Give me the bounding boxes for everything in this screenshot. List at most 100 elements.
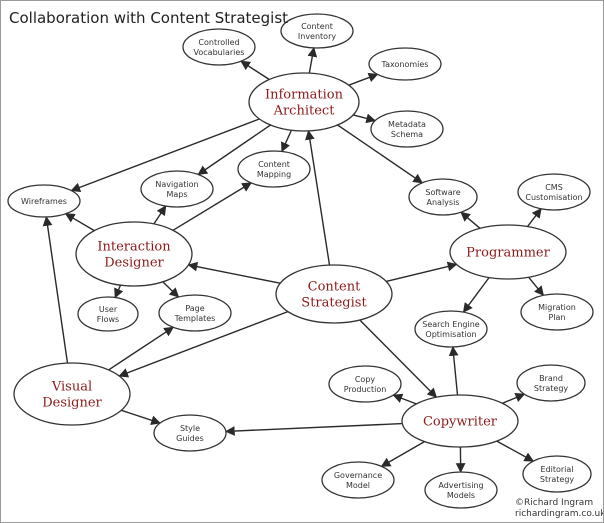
node-cv-label-0: Controlled [198, 38, 239, 47]
node-sa-ellipse [408, 178, 478, 216]
node-vd-label-1: Designer [42, 396, 102, 411]
arrow-id-to-wf [64, 213, 95, 232]
arrow-vd-to-wf [42, 216, 69, 364]
node-prog-ellipse [449, 224, 567, 280]
node-ci-label-1: Inventory [298, 32, 336, 41]
node-gm-label-1: Model [346, 481, 370, 490]
node-bs-label-0: Brand [539, 374, 563, 383]
node-am-ellipse [424, 471, 498, 509]
node-ms-ellipse [370, 110, 444, 148]
arrow-ia-to-cv [240, 60, 270, 81]
node-uf-label-0: User [99, 305, 118, 314]
arrow-cs-to-prog [386, 261, 458, 283]
node-vd-ellipse [13, 362, 131, 426]
arrow-id-to-pt [162, 281, 180, 298]
node-cp-label-0: Copy [355, 375, 376, 384]
credit-author: ©Richard Ingram [515, 498, 593, 508]
arrow-ia-to-ms [353, 113, 377, 124]
node-nm-label-0: Navigation [155, 180, 198, 189]
node-vd-label-0: Visual [51, 379, 92, 394]
arrow-prog-to-sa [460, 211, 481, 229]
arrow-cs-to-ia [305, 129, 331, 266]
node-ms-label-1: Schema [391, 130, 423, 139]
node-wf: Wireframes [7, 184, 81, 218]
node-tax: Taxonomies [368, 47, 442, 81]
node-es-label-1: Strategy [540, 475, 575, 484]
arrow-prog-to-mp [528, 276, 545, 297]
node-tax-label-0: Taxonomies [381, 60, 429, 69]
node-cs-label-0: Content [308, 279, 361, 294]
node-uf-label-1: Flows [97, 315, 119, 324]
node-sg-ellipse [153, 414, 227, 452]
node-pt-ellipse [158, 294, 232, 332]
node-wf-ellipse [7, 184, 81, 218]
arrow-vd-to-sg [121, 409, 161, 425]
arrow-ia-to-wf [70, 118, 260, 193]
node-id-ellipse [75, 221, 193, 287]
node-nm-ellipse [140, 170, 214, 208]
node-ia-ellipse [248, 72, 360, 132]
node-seo-ellipse [414, 310, 488, 348]
arrow-cw-to-cp [392, 393, 417, 405]
node-wf-label-0: Wireframes [21, 197, 67, 206]
arrow-cw-to-bs [502, 392, 526, 404]
node-bs-ellipse [516, 364, 586, 402]
node-nm-label-1: Maps [166, 190, 187, 199]
node-seo-label-1: Optimisation [425, 330, 476, 339]
node-cw-label-0: Copywriter [423, 415, 498, 430]
node-id-label-0: Interaction [97, 239, 171, 254]
node-pt-label-0: Page [185, 304, 204, 313]
node-ia-label-0: Information [265, 87, 344, 102]
credit-website: richardingram.co.uk [515, 509, 603, 519]
node-mp-label-1: Plan [548, 313, 565, 322]
arrow-prog-to-cms [526, 208, 542, 228]
arrow-id-to-cm [172, 182, 252, 231]
node-cs-label-1: Strategist [301, 296, 367, 311]
node-tax-ellipse [368, 47, 442, 81]
node-bs-label-1: Strategy [534, 384, 569, 393]
node-es-ellipse [522, 455, 592, 493]
node-sa-label-1: Analysis [427, 198, 460, 207]
arrow-cw-to-gm [380, 440, 425, 468]
node-ci-ellipse [280, 13, 354, 49]
arrow-ia-to-sa [337, 124, 424, 184]
node-ci-label-0: Content [301, 22, 333, 31]
node-id-label-1: Designer [104, 256, 164, 271]
node-cp-ellipse [328, 365, 402, 403]
arrow-id-to-uf [114, 284, 124, 299]
nodes-layer: ContentStrategistInformationArchitectInt… [7, 13, 594, 509]
arrow-vd-to-pt [108, 326, 175, 371]
node-cs-ellipse [275, 264, 393, 324]
node-cms-label-0: CMS [545, 183, 563, 192]
arrow-cw-to-sg [224, 422, 403, 436]
arrow-cs-to-id [187, 261, 281, 284]
node-mp-label-0: Migration [538, 303, 576, 312]
arrow-prog-to-seo [462, 277, 490, 313]
node-cw: Copywriter [401, 394, 519, 448]
node-seo-label-0: Search Engine [422, 320, 480, 329]
node-sg-label-1: Guides [176, 434, 204, 443]
node-uf-ellipse [77, 296, 139, 332]
node-cm-ellipse [237, 150, 311, 188]
node-sa-label-0: Software [425, 188, 460, 197]
diagram-title: Collaboration with Content Strategist [9, 9, 288, 27]
